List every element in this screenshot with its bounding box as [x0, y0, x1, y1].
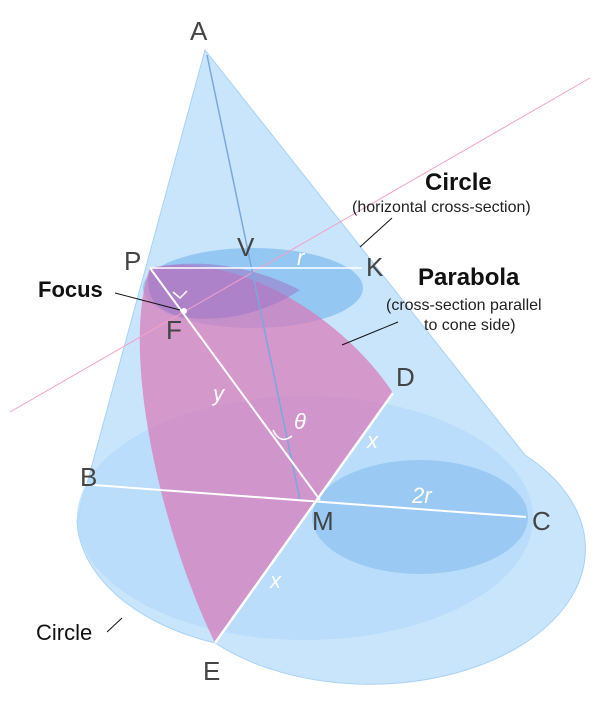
parabola-circle-overlap [148, 263, 300, 319]
focus-point [181, 308, 187, 314]
point-label-D: D [396, 362, 415, 392]
point-label-C: C [532, 506, 551, 536]
variable-r: r [297, 245, 306, 270]
point-label-A: A [190, 16, 208, 46]
point-label-M: M [312, 506, 334, 536]
inner-circle-2r [312, 460, 528, 574]
line-DE [213, 392, 395, 644]
pink-diagonal-line [9, 77, 591, 413]
variable-2r: 2r [411, 483, 433, 508]
leader-circle-top [359, 217, 393, 248]
variable-x-lower: x [269, 568, 282, 593]
line-PM [149, 267, 321, 501]
point-label-V: V [237, 232, 255, 262]
leader-parabola [341, 321, 399, 346]
parabola-title: Parabola [418, 264, 520, 291]
right-angle-marker [172, 290, 188, 300]
cone-axis-AM [206, 54, 301, 501]
variable-y: y [211, 381, 226, 406]
point-label-P: P [124, 246, 141, 276]
parabola-subtitle-line1: (cross-section parallel [386, 297, 542, 314]
circle-bottom-label: Circle [36, 620, 92, 645]
variable-x-upper: x [366, 428, 379, 453]
focus-label: Focus [38, 277, 103, 302]
point-label-F: F [166, 315, 182, 345]
variable-theta: θ [294, 409, 306, 434]
point-label-K: K [366, 252, 384, 282]
parabola-subtitle-line2: to cone side) [424, 317, 516, 334]
theta-arc [272, 429, 293, 441]
point-label-B: B [80, 462, 97, 492]
parabola-section [139, 265, 393, 643]
circle-top-title: Circle [425, 169, 492, 196]
line-BC [79, 483, 527, 518]
circle-top-subtitle: (horizontal cross-section) [352, 199, 531, 216]
leader-focus [114, 292, 181, 311]
leader-circle-bottom [106, 617, 123, 633]
point-label-E: E [203, 656, 220, 686]
